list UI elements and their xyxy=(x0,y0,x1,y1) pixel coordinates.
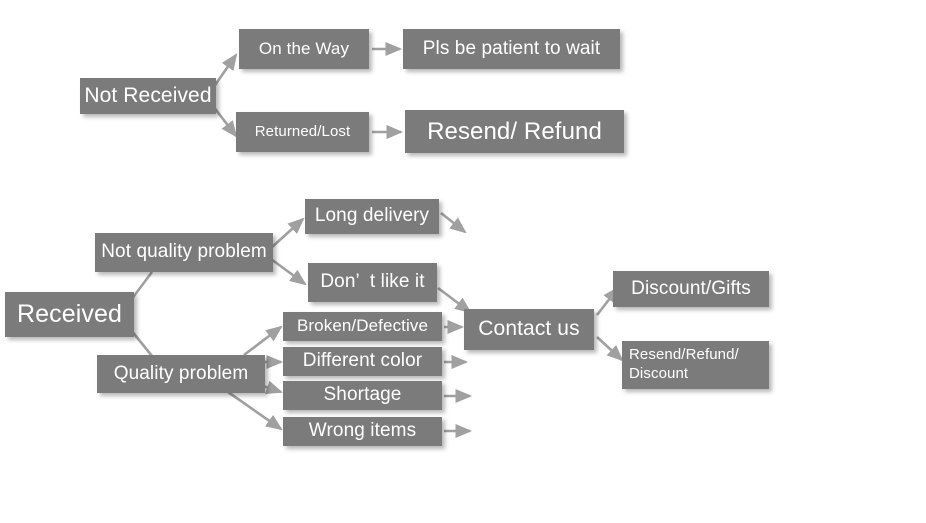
node-discount-gifts[interactable]: Discount/Gifts xyxy=(613,271,769,307)
node-returned-lost[interactable]: Returned/Lost xyxy=(236,112,369,152)
edge-contact-to-resend-refund-discount xyxy=(596,336,624,362)
node-not-quality-problem[interactable]: Not quality problem xyxy=(95,233,273,272)
node-wrong-items[interactable]: Wrong items xyxy=(283,417,442,446)
edge-not-received-to-on-the-way xyxy=(211,53,238,89)
edge-not-quality-to-long-delivery xyxy=(270,217,305,249)
edge-received-to-quality xyxy=(129,329,154,357)
node-pls-be-patient-to-wait[interactable]: Pls be patient to wait xyxy=(403,29,620,69)
node-resend-refund[interactable]: Resend/ Refund xyxy=(405,110,624,153)
node-on-the-way[interactable]: On the Way xyxy=(239,29,369,69)
node-not-received[interactable]: Not Received xyxy=(80,78,216,114)
node-different-color[interactable]: Different color xyxy=(283,347,442,376)
node-broken-defective[interactable]: Broken/Defective xyxy=(283,312,442,341)
edge-not-quality-to-dont-like xyxy=(270,257,307,286)
node-contact-us[interactable]: Contact us xyxy=(464,309,594,350)
edge-quality-to-shortage xyxy=(262,380,283,395)
edge-long-delivery-to-contact xyxy=(440,211,467,234)
edge-quality-to-broken xyxy=(243,325,283,357)
node-dont-like-it[interactable]: Don’ t like it xyxy=(308,263,437,302)
edge-quality-to-wrong-items xyxy=(227,390,283,431)
edge-received-to-not-quality xyxy=(129,271,154,301)
node-quality-problem[interactable]: Quality problem xyxy=(97,355,265,393)
node-resend-refund-discount[interactable]: Resend/Refund/ Discount xyxy=(622,341,769,389)
node-long-delivery[interactable]: Long delivery xyxy=(305,199,439,234)
node-received[interactable]: Received xyxy=(5,292,134,337)
edge-not-received-to-returned-lost xyxy=(211,105,238,138)
node-shortage[interactable]: Shortage xyxy=(283,381,442,410)
